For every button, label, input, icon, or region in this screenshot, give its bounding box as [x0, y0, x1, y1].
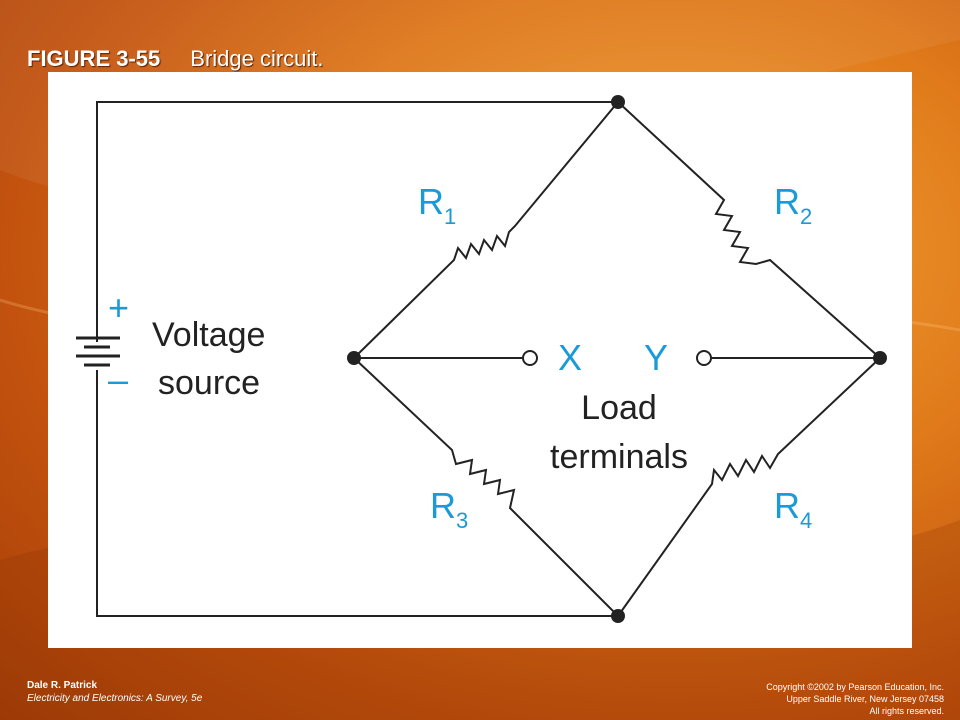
label-r4: R4 [774, 485, 812, 533]
resistor-r1 [353, 101, 619, 359]
wire-top [96, 101, 618, 342]
footer-author: Dale R. Patrick [27, 680, 98, 691]
terminal-y [696, 350, 712, 366]
terminals-label-line2: terminals [550, 438, 688, 476]
resistor-r3 [353, 357, 619, 617]
source-plus: + [108, 287, 129, 328]
source-label-line2: source [158, 364, 260, 402]
bridge-circuit-diagram: R1 R2 R3 R4 + – Voltage source X Y Load … [76, 95, 887, 623]
label-r1: R1 [418, 181, 456, 229]
resistor-r4 [617, 357, 881, 617]
copyright-line-2: Upper Saddle River, New Jersey 07458 [786, 694, 944, 704]
figure-title: FIGURE 3-55 Bridge circuit. [27, 46, 324, 72]
node-left [347, 351, 361, 365]
figure-caption: Bridge circuit. [190, 46, 324, 71]
terminal-y-label: Y [644, 337, 668, 378]
footer-book-title: Electricity and Electronics: A Survey, 5… [27, 693, 203, 704]
wire-bottom [96, 370, 618, 617]
copyright-line-1: Copyright ©2002 by Pearson Education, In… [766, 682, 944, 692]
label-r3: R3 [430, 485, 468, 533]
source-label-line1: Voltage [152, 316, 265, 354]
terminal-x-label: X [558, 337, 582, 378]
terminal-x [522, 350, 538, 366]
source-minus: – [108, 359, 128, 400]
wires [76, 101, 881, 617]
node-top [611, 95, 625, 109]
node-bottom [611, 609, 625, 623]
node-right [873, 351, 887, 365]
terminals-label-line1: Load [581, 389, 657, 427]
figure-number: FIGURE 3-55 [27, 46, 161, 71]
label-r2: R2 [774, 181, 812, 229]
footer-author-block: Dale R. Patrick Electricity and Electron… [27, 679, 202, 705]
resistor-r2 [617, 101, 881, 359]
footer-copyright: Copyright ©2002 by Pearson Education, In… [766, 681, 944, 717]
copyright-line-3: All rights reserved. [869, 706, 944, 716]
diagram-panel: R1 R2 R3 R4 + – Voltage source X Y Load … [48, 72, 912, 648]
